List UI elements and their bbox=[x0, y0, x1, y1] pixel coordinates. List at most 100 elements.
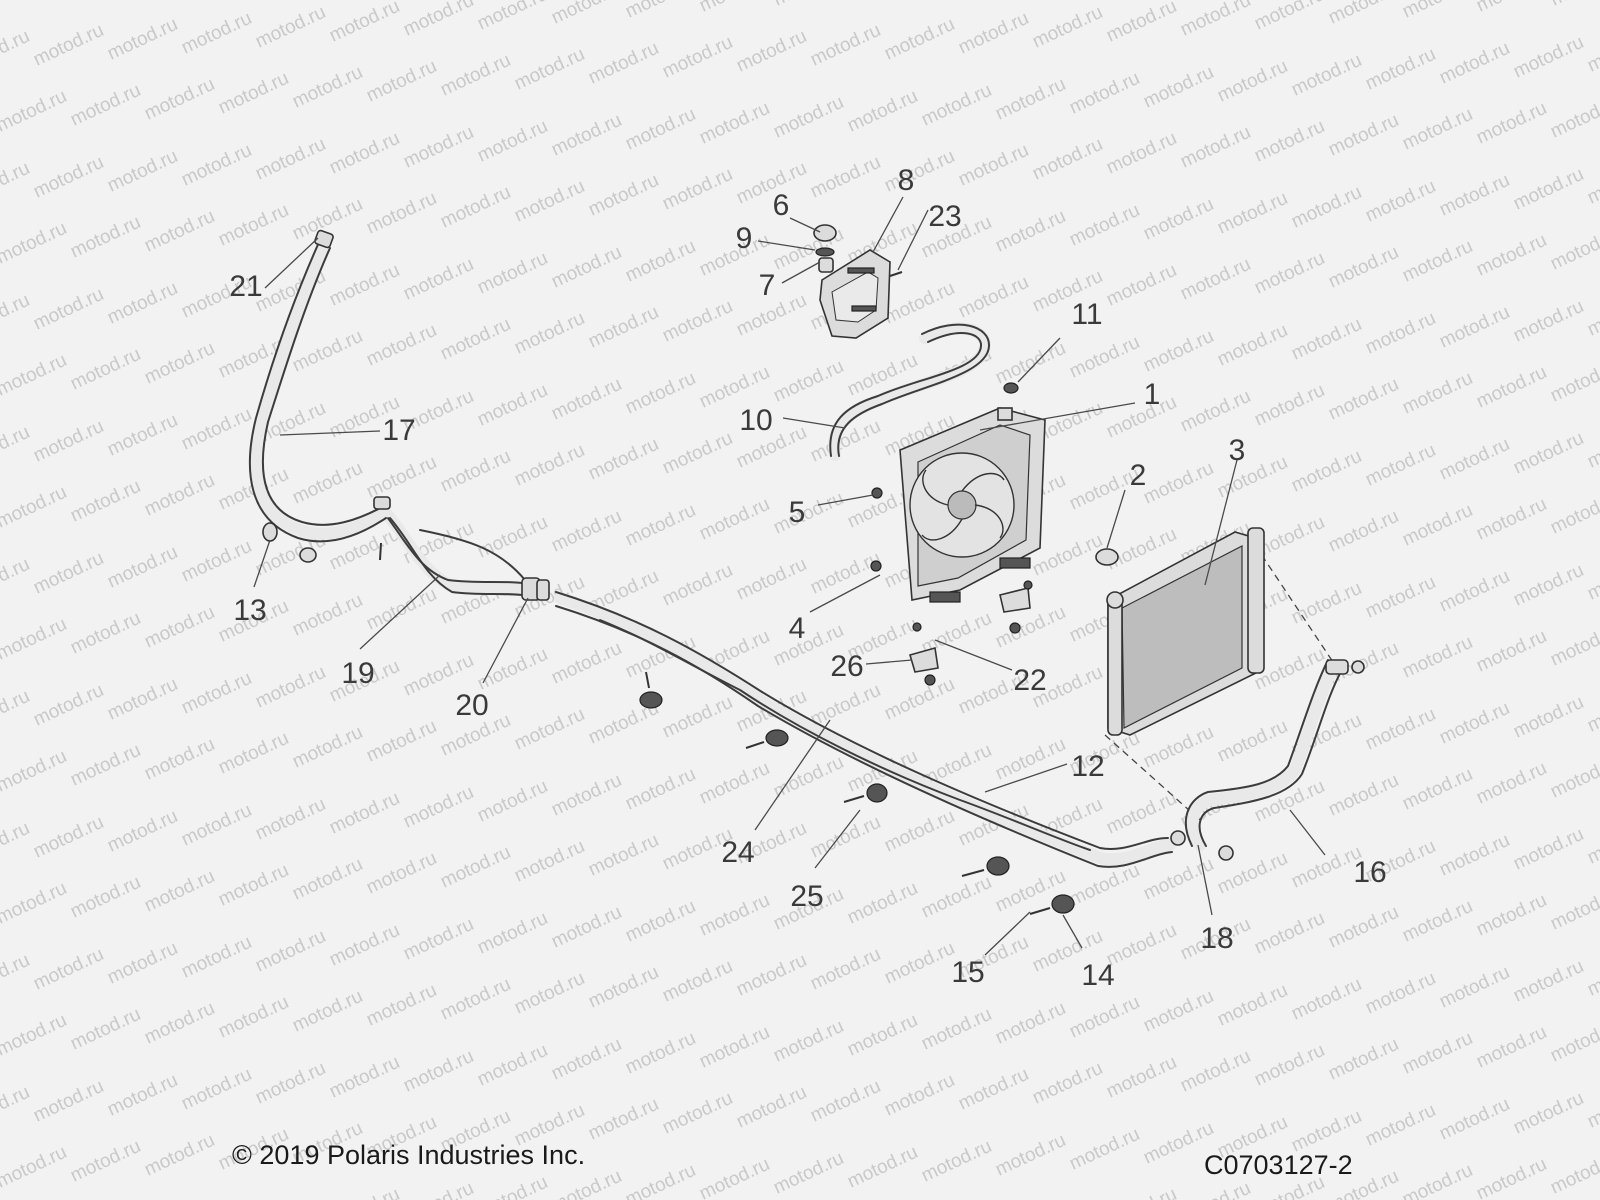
watermark-text: motod.ru bbox=[400, 0, 477, 41]
callout-19: 19 bbox=[341, 657, 374, 690]
watermark-text: motod.ru bbox=[0, 818, 33, 869]
watermark-text: motod.ru bbox=[1547, 884, 1600, 935]
watermark-text: motod.ru bbox=[1103, 1052, 1180, 1103]
watermark-text: motod.ru bbox=[289, 986, 366, 1037]
watermark-text: motod.ru bbox=[1473, 362, 1550, 413]
hose-19-20 bbox=[379, 506, 550, 601]
watermark-text: motod.ru bbox=[1399, 368, 1476, 419]
watermark-text: motod.ru bbox=[474, 1172, 551, 1200]
callout-7: 7 bbox=[759, 269, 776, 302]
callout-25: 25 bbox=[790, 880, 823, 913]
watermark-text: motod.ru bbox=[992, 998, 1069, 1049]
watermark-text: motod.ru bbox=[0, 1142, 70, 1193]
watermark-text: motod.ru bbox=[622, 0, 699, 23]
watermark-text: motod.ru bbox=[474, 380, 551, 431]
watermark-text: motod.ru bbox=[1288, 182, 1365, 233]
watermark-text: motod.ru bbox=[1436, 170, 1513, 221]
watermark-text: motod.ru bbox=[1399, 1160, 1476, 1200]
watermark-text: motod.ru bbox=[1399, 764, 1476, 815]
watermark-text: motod.ru bbox=[1066, 332, 1143, 383]
watermark-text: motod.ru bbox=[1177, 386, 1254, 437]
watermark-text: motod.ru bbox=[659, 428, 736, 479]
watermark-text: motod.ru bbox=[585, 170, 662, 221]
watermark-text: motod.ru bbox=[1547, 620, 1600, 671]
watermark-text: motod.ru bbox=[1510, 824, 1587, 875]
watermark-text: motod.ru bbox=[474, 776, 551, 827]
callout-9: 9 bbox=[736, 222, 753, 255]
watermark-text: motod.ru bbox=[918, 80, 995, 131]
watermark-text: motod.ru bbox=[178, 932, 255, 983]
watermark-text: motod.ru bbox=[1029, 134, 1106, 185]
callout-17: 17 bbox=[382, 414, 415, 447]
watermark-text: motod.ru bbox=[1140, 458, 1217, 509]
callout-26: 26 bbox=[830, 650, 863, 683]
watermark-text: motod.ru bbox=[1510, 692, 1587, 743]
watermark-text: motod.ru bbox=[918, 1004, 995, 1055]
watermark-text: motod.ru bbox=[474, 1040, 551, 1091]
watermark-text: motod.ru bbox=[1288, 314, 1365, 365]
callout-14: 14 bbox=[1081, 959, 1114, 992]
watermark-text: motod.ru bbox=[1325, 1034, 1402, 1085]
copyright-notice: © 2019 Polaris Industries Inc. bbox=[232, 1140, 586, 1170]
watermark-text: motod.ru bbox=[511, 968, 588, 1019]
alignment-lines bbox=[1104, 544, 1336, 821]
watermark-text: motod.ru bbox=[548, 242, 625, 293]
watermark-text: motod.ru bbox=[659, 296, 736, 347]
watermark-text: motod.ru bbox=[0, 26, 33, 77]
watermark-text: motod.ru bbox=[1584, 554, 1600, 605]
watermark-text: motod.ru bbox=[400, 782, 477, 833]
watermark-text: motod.ru bbox=[1325, 506, 1402, 557]
watermark-text: motod.ru bbox=[955, 272, 1032, 323]
watermark-text: motod.ru bbox=[1288, 974, 1365, 1025]
overflow-hose-10 bbox=[828, 322, 991, 461]
watermark-text: motod.ru bbox=[807, 548, 884, 599]
callout-12: 12 bbox=[1071, 750, 1104, 783]
watermark-text: motod.ru bbox=[474, 116, 551, 167]
watermark-text: motod.ru bbox=[400, 1046, 477, 1097]
watermark-text: motod.ru bbox=[289, 326, 366, 377]
watermark-text: motod.ru bbox=[659, 32, 736, 83]
watermark-text: motod.ru bbox=[289, 854, 366, 905]
watermark-text: motod.ru bbox=[178, 404, 255, 455]
watermark-text: motod.ru bbox=[1029, 1058, 1106, 1109]
watermark-text: motod.ru bbox=[622, 500, 699, 551]
watermark-text: motod.ru bbox=[511, 44, 588, 95]
watermark-text: motod.ru bbox=[1510, 560, 1587, 611]
watermark-text: motod.ru bbox=[1177, 0, 1254, 41]
watermark-text: motod.ru bbox=[622, 896, 699, 947]
watermark-text: motod.ru bbox=[363, 452, 440, 503]
watermark-text: motod.ru bbox=[1547, 1148, 1600, 1199]
watermark-text: motod.ru bbox=[1140, 854, 1217, 905]
watermark-text: motod.ru bbox=[696, 98, 773, 149]
watermark-text: motod.ru bbox=[67, 212, 144, 263]
watermark-text: motod.ru bbox=[104, 278, 181, 329]
watermark-text: motod.ru bbox=[696, 0, 773, 17]
callout-24: 24 bbox=[721, 836, 754, 869]
watermark-text: motod.ru bbox=[696, 1154, 773, 1200]
watermark-text: motod.ru bbox=[844, 1142, 921, 1193]
watermark-text: motod.ru bbox=[1473, 890, 1550, 941]
watermark-text: motod.ru bbox=[0, 1010, 70, 1061]
watermark-text: motod.ru bbox=[1399, 1028, 1476, 1079]
watermark-text: motod.ru bbox=[1510, 956, 1587, 1007]
callout-15: 15 bbox=[951, 956, 984, 989]
watermark-text: motod.ru bbox=[1510, 1088, 1587, 1139]
watermark-text: motod.ru bbox=[0, 0, 70, 5]
watermark-text: motod.ru bbox=[289, 62, 366, 113]
coolant-bottle bbox=[819, 249, 891, 339]
watermark-text: motod.ru bbox=[400, 254, 477, 305]
watermark-text: motod.ru bbox=[511, 704, 588, 755]
callout-1: 1 bbox=[1144, 378, 1161, 411]
callout-21: 21 bbox=[229, 270, 262, 303]
small-parts bbox=[262, 271, 1119, 915]
watermark-text: motod.ru bbox=[215, 992, 292, 1043]
callout-13: 13 bbox=[233, 594, 266, 627]
watermark-text: motod.ru bbox=[30, 1076, 107, 1127]
watermark-text: motod.ru bbox=[437, 314, 514, 365]
watermark-text: motod.ru bbox=[1399, 896, 1476, 947]
watermark-text: motod.ru bbox=[1584, 818, 1600, 869]
watermark-text: motod.ru bbox=[1251, 380, 1328, 431]
watermark-text: motod.ru bbox=[1288, 50, 1365, 101]
